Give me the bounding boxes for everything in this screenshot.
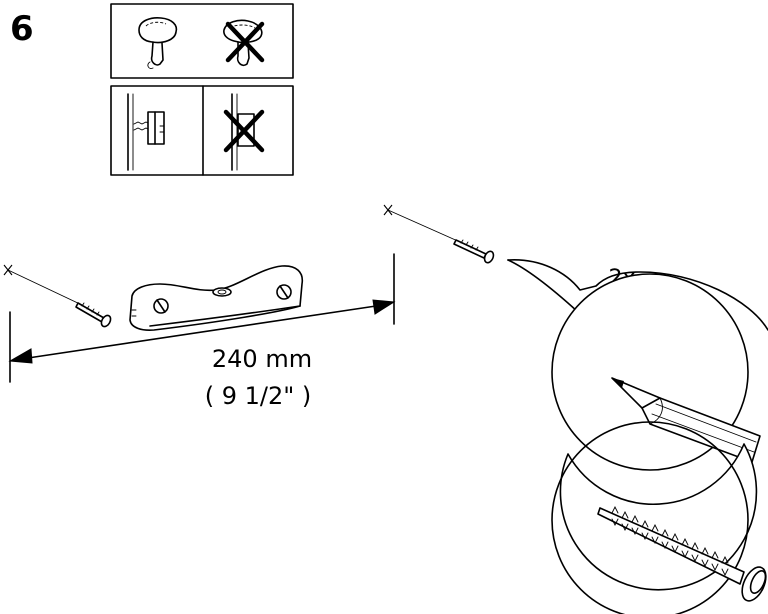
dimension-metric-label: 240 mm bbox=[212, 345, 312, 373]
dimension-arrow bbox=[8, 253, 396, 383]
screw-icon bbox=[75, 302, 112, 328]
guide-line-left bbox=[7, 269, 83, 306]
detail-pencil-circle bbox=[551, 273, 761, 471]
dimension-imperial-label: ( 9 1/2" ) bbox=[205, 382, 312, 410]
knob-comparison-panel bbox=[110, 3, 294, 79]
step-number: 6 bbox=[10, 9, 34, 49]
mount-wrong-icon bbox=[223, 93, 265, 171]
pencil-icon bbox=[611, 377, 761, 463]
detail-screw-circle bbox=[551, 421, 767, 614]
panel-frame-bottom bbox=[110, 85, 294, 176]
screw-detail-icon bbox=[597, 505, 767, 602]
spirit-level-icon bbox=[129, 265, 304, 331]
knob-correct-icon bbox=[138, 17, 178, 69]
arrowhead-left bbox=[8, 348, 33, 364]
panel-frame-top bbox=[110, 3, 294, 79]
knob-wrong-icon bbox=[223, 19, 265, 67]
mount-comparison-panel bbox=[110, 85, 294, 176]
guide-line-right bbox=[387, 209, 461, 243]
screw-icon-right bbox=[453, 239, 495, 264]
mount-correct-icon bbox=[127, 93, 165, 171]
arrowhead-right bbox=[372, 299, 396, 315]
